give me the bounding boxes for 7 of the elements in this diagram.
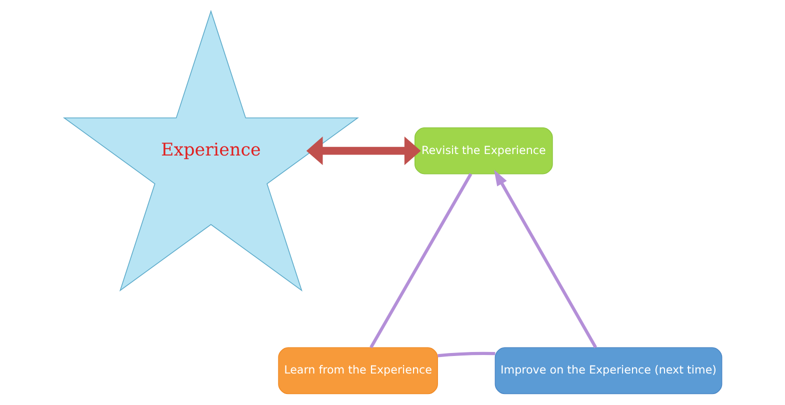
connector — [369, 173, 472, 348]
node-box: Revisit the Experience — [414, 127, 552, 174]
node-box: Improve on the Experience (next time) — [494, 347, 722, 394]
arrow — [494, 170, 597, 348]
connector — [437, 352, 495, 358]
arrow — [306, 136, 420, 166]
node-box: Learn from the Experience — [278, 347, 438, 394]
